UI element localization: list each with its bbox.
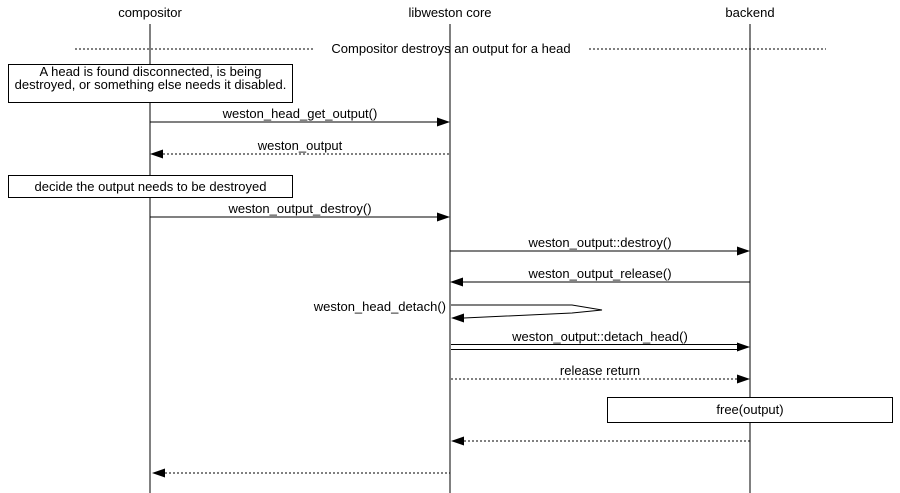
note-free-output: free(output) [607, 397, 893, 423]
arrow-weston-output-destroy [150, 212, 450, 222]
message-label-weston-head-detach: weston_head_detach() [313, 299, 446, 314]
arrow-weston-output-return [150, 149, 450, 159]
note-head-disconnected: A head is found disconnected, is being d… [8, 64, 293, 103]
message-label-release-return: release return [559, 363, 641, 378]
message-label-weston-output-release: weston_output_release() [528, 266, 672, 281]
arrow-return-core-to-compositor [152, 468, 450, 478]
arrow-weston-output-detach-head [451, 342, 750, 352]
participant-label-backend: backend [725, 5, 775, 20]
arrow-return-backend-to-core [451, 436, 750, 446]
arrow-release-return [451, 374, 750, 384]
participant-label-libweston-core: libweston core [408, 5, 492, 20]
arrow-weston-head-detach-self [451, 304, 603, 323]
message-label-weston-output-return: weston_output [257, 138, 343, 153]
participant-label-compositor: compositor [118, 5, 182, 20]
message-label-weston-head-get-output: weston_head_get_output() [222, 106, 378, 121]
arrow-weston-output-release [450, 277, 750, 287]
message-label-weston-output-destroy: weston_output_destroy() [228, 201, 372, 216]
arrow-weston-output-destroy-vfunc [450, 246, 750, 256]
arrow-weston-head-get-output [150, 117, 450, 127]
message-label-weston-output-destroy-vfunc: weston_output::destroy() [528, 235, 672, 250]
note-decide-destroy: decide the output needs to be destroyed [8, 175, 293, 198]
message-label-weston-output-detach-head: weston_output::detach_head() [512, 329, 688, 344]
divider-label: Compositor destroys an output for a head [331, 41, 571, 56]
